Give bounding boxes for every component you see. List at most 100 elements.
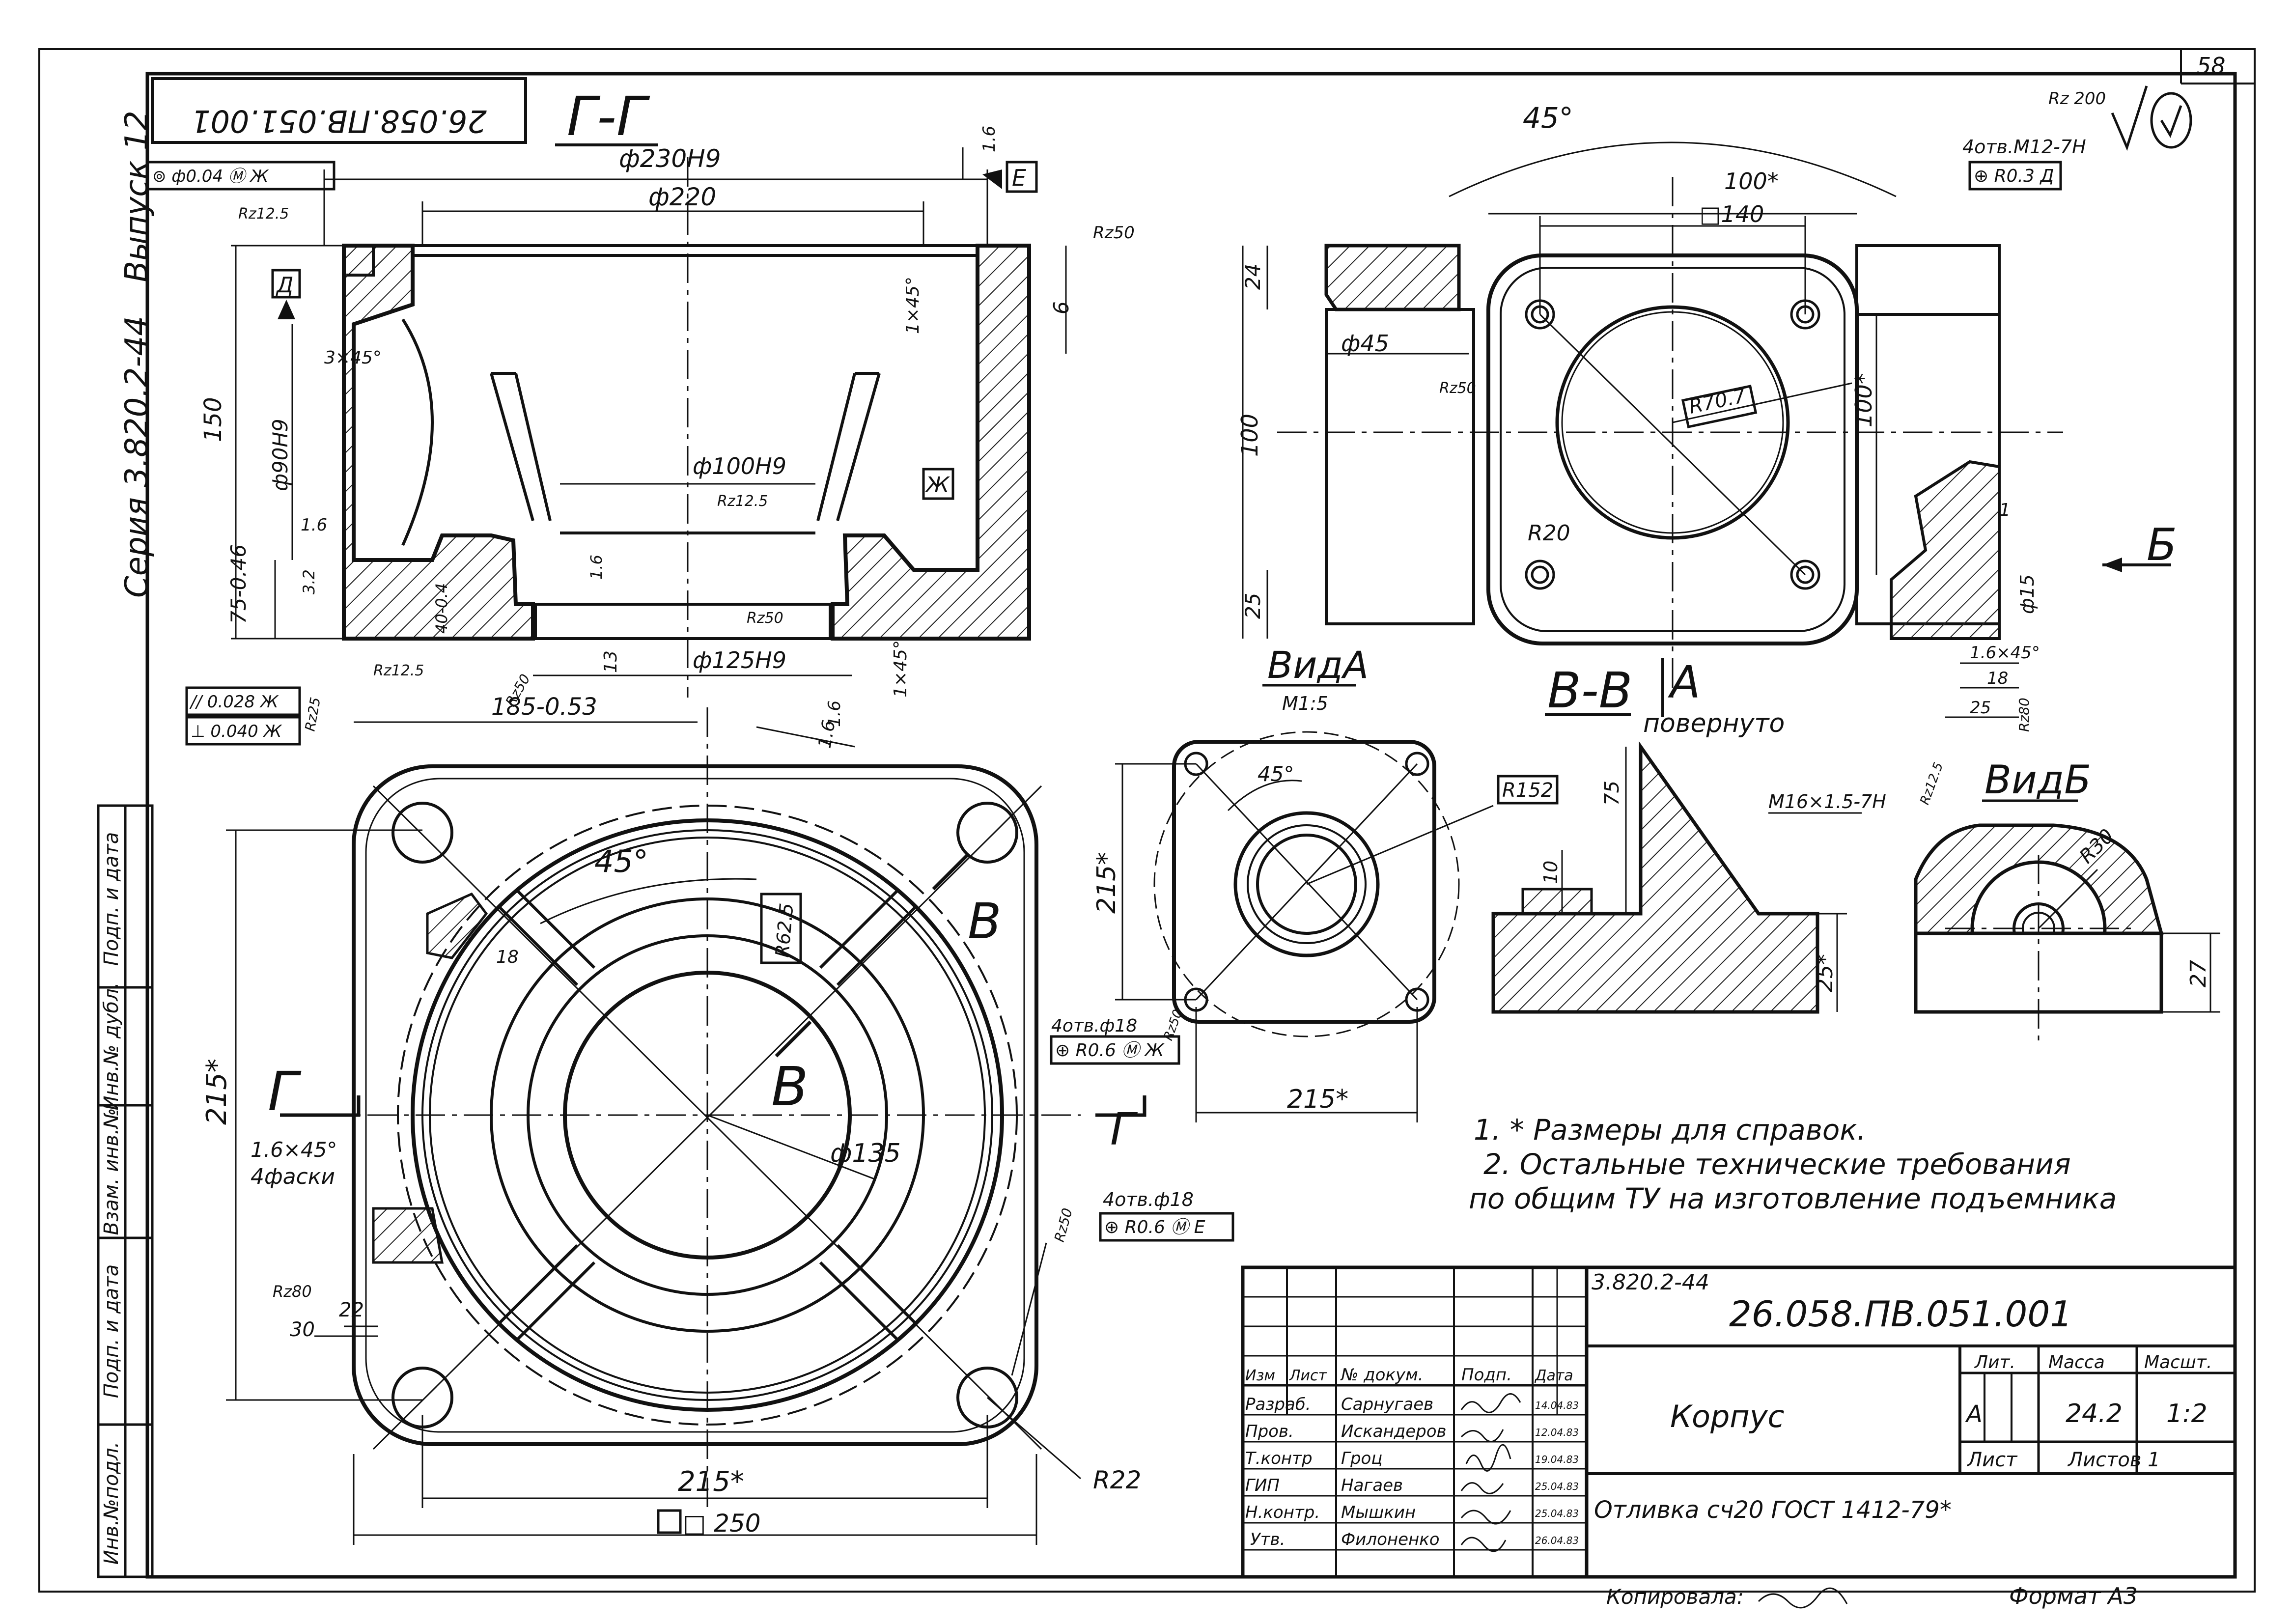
plan-holes: 4отв.ф18 bbox=[1103, 1189, 1194, 1210]
tb-date-2: 12.04.83 bbox=[1535, 1427, 1579, 1438]
rough-rz50-bot: Rz50 bbox=[747, 610, 783, 627]
tb-name-6: Филоненко bbox=[1341, 1530, 1440, 1549]
plan-sq250: □ 250 bbox=[683, 1509, 761, 1538]
top-rz50: Rz50 bbox=[1439, 380, 1476, 397]
signatures bbox=[1460, 1393, 1521, 1552]
plan-boss-hatch bbox=[426, 892, 488, 959]
strip-label-2: Подп. и дата bbox=[100, 1264, 123, 1398]
datum-zh: Ж bbox=[924, 473, 950, 498]
dim-d230: ф230Н9 bbox=[619, 144, 721, 173]
view-a: ВидА М1:5 45° R152 215* 215* 4отв.ф18 ⊕ … bbox=[1050, 643, 1559, 1122]
dim-d125: ф125Н9 bbox=[693, 647, 786, 673]
dim-h40: 40-0.4 bbox=[432, 583, 451, 634]
dim-c1-bot: 1×45° bbox=[891, 640, 911, 698]
tb-h-doc: № докум. bbox=[1340, 1365, 1424, 1385]
copied-by: Копировала: bbox=[1606, 1585, 1744, 1609]
view-a-title: ВидА bbox=[1267, 643, 1369, 687]
dim-h150: 150 bbox=[199, 397, 227, 442]
rough-rz25: Rz25 bbox=[302, 696, 324, 732]
plan-r22: R22 bbox=[1093, 1466, 1141, 1494]
cut-v-center: В bbox=[771, 1055, 808, 1118]
dim-h13: 13 bbox=[601, 650, 621, 673]
sheet-number: 58 bbox=[2197, 53, 2226, 79]
section-vv-arrow: А bbox=[1668, 657, 1701, 708]
top-angle: 45° bbox=[1523, 101, 1573, 135]
tb-name: Корпус bbox=[1670, 1399, 1785, 1434]
rough-rz125-top: Rz12.5 bbox=[238, 205, 289, 223]
tb-date-1: 14.04.83 bbox=[1535, 1400, 1579, 1411]
view-a-215h: 215* bbox=[1287, 1085, 1348, 1114]
dim-h6: 6 bbox=[1049, 301, 1073, 314]
arrow-b: Б bbox=[2147, 519, 2177, 571]
dim-c1-top: 1×45° bbox=[903, 277, 923, 334]
top-c16: 1.6×45° bbox=[1970, 643, 2040, 663]
cut-g-left: Г bbox=[268, 1060, 302, 1123]
strip-label-1: Инв.№подл. bbox=[100, 1442, 123, 1565]
tb-date-4: 25.04.83 bbox=[1535, 1481, 1579, 1492]
tb-material: Отливка сч20 ГОСТ 1412-79* bbox=[1594, 1496, 1952, 1524]
tb-mass-label: Масса bbox=[2048, 1352, 2105, 1372]
tb-name-3: Гроц bbox=[1341, 1449, 1382, 1468]
top-d100: 100* bbox=[1724, 168, 1779, 195]
plan-frame: ⊕ R0.6 Ⓜ Е bbox=[1104, 1217, 1205, 1237]
section-vv-hatch bbox=[1491, 741, 1819, 1014]
rough-32: 3.2 bbox=[300, 569, 318, 594]
tb-name-5: Мышкин bbox=[1341, 1503, 1416, 1522]
tb-sheets-label: Листов 1 bbox=[2067, 1449, 2160, 1471]
dim-h185: 185-0.53 bbox=[491, 693, 597, 721]
dim-d90: ф90Н9 bbox=[268, 419, 292, 491]
tb-role-1: Разраб. bbox=[1245, 1395, 1311, 1414]
tb-h-sign: Подп. bbox=[1461, 1365, 1512, 1385]
stamp-code-box: 26.058.ПВ.051.001 bbox=[151, 77, 527, 144]
plan-side-hatch bbox=[372, 1207, 444, 1264]
top-d15: ф15 bbox=[2016, 574, 2038, 614]
title-block: 3.820.2-44 26.058.ПВ.051.001 Корпус Отли… bbox=[1241, 1265, 2237, 1579]
view-b-thread: М16×1.5-7Н bbox=[1768, 791, 1886, 812]
cut-v-right: В bbox=[968, 893, 1002, 950]
left-wall-hatch bbox=[342, 244, 535, 641]
plan-h18: 18 bbox=[496, 947, 519, 967]
cut-g-right: Г bbox=[1110, 1104, 1138, 1155]
view-a-frame: ⊕ R0.6 Ⓜ Ж bbox=[1055, 1040, 1165, 1061]
view-a-holes: 4отв.ф18 bbox=[1051, 1016, 1137, 1036]
frame-parallel: // 0.028 Ж bbox=[189, 692, 279, 712]
tb-date-6: 26.04.83 bbox=[1535, 1535, 1579, 1546]
dim-d220: ф220 bbox=[648, 183, 716, 211]
side-issue: Выпуск 12 bbox=[119, 111, 155, 282]
rough-16-mid: 1.6 bbox=[587, 555, 606, 580]
top-holes: 4отв.М12-7Н bbox=[1962, 136, 2086, 158]
view-a-scale: М1:5 bbox=[1282, 693, 1328, 714]
top-h100: 100 bbox=[1236, 414, 1263, 457]
top-h25: 25 bbox=[1241, 593, 1265, 619]
strip-label-4: Инв.№ дубл. bbox=[100, 982, 123, 1111]
section-vv-note: повернуто bbox=[1643, 709, 1785, 738]
top-frame: ⊕ R0.3 Д bbox=[1974, 166, 2054, 186]
tb-lit: А bbox=[1965, 1400, 1983, 1428]
datum-d: Д bbox=[276, 273, 293, 298]
top-d45: ф45 bbox=[1341, 330, 1389, 357]
tb-role-5: Н.контр. bbox=[1245, 1503, 1320, 1522]
view-b-h27: 27 bbox=[2186, 960, 2211, 987]
tb-series: 3.820.2-44 bbox=[1592, 1270, 1709, 1295]
tb-date-5: 25.04.83 bbox=[1535, 1508, 1579, 1519]
side-series: Серия 3.820.2-44 bbox=[119, 316, 155, 598]
datum-e: Е bbox=[1012, 165, 1026, 191]
view-a-215v: 215* bbox=[1092, 852, 1121, 914]
section-gg-title: Г-Г bbox=[567, 85, 650, 148]
strip-label-3: Взам. инв.№ bbox=[100, 1108, 123, 1235]
plan-rz80: Rz80 bbox=[273, 1282, 312, 1301]
view-a-angle: 45° bbox=[1258, 762, 1294, 786]
right-wall-hatch bbox=[831, 244, 1031, 641]
top-sq140: □140 bbox=[1700, 201, 1764, 227]
rough-rz125-bot: Rz12.5 bbox=[373, 662, 424, 679]
sheet-frame bbox=[38, 48, 2256, 1593]
dim-d100: ф100Н9 bbox=[693, 453, 786, 479]
top-h100b: 100* bbox=[1850, 373, 1877, 427]
tb-name-2: Искандеров bbox=[1341, 1422, 1447, 1441]
tb-sheet-label: Лист bbox=[1966, 1449, 2018, 1471]
tb-name-1: Сарнугаев bbox=[1341, 1395, 1433, 1414]
plan-h30: 30 bbox=[290, 1318, 315, 1341]
plan-rz50: Rz50 bbox=[1051, 1206, 1076, 1244]
tb-h-izm: Изм bbox=[1245, 1367, 1275, 1384]
rough-rz125-mid: Rz12.5 bbox=[717, 493, 768, 510]
